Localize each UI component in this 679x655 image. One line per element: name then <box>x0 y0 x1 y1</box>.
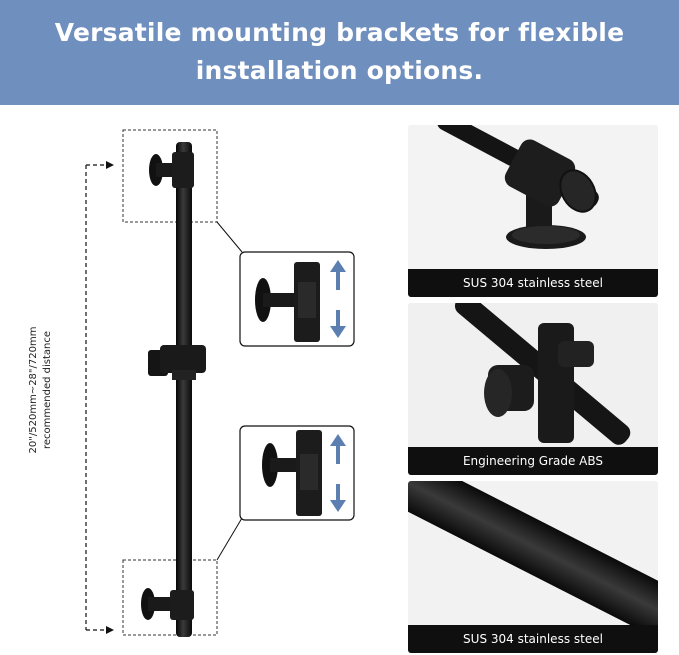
slider-holder <box>148 345 206 380</box>
panel-caption-2: Engineering Grade ABS <box>408 447 658 475</box>
stainless-rod-closeup <box>408 481 658 625</box>
dimension-arrowhead-top <box>106 161 114 169</box>
arrow-up-icon <box>330 260 346 290</box>
banner-title-line-1: Versatile mounting brackets for flexible <box>54 18 625 47</box>
bottom-bracket-highlight <box>122 559 218 636</box>
dimension-note-text: recommended distance <box>42 330 53 450</box>
dimension-line <box>85 164 106 631</box>
detail-panel-abs-holder: Engineering Grade ABS <box>408 303 658 475</box>
top-bracket-zoom-box <box>239 251 355 347</box>
dimension-label: 20"/520mm~28"/720mm recommended distance <box>27 260 57 520</box>
top-bracket-highlight <box>122 129 218 223</box>
abs-holder-closeup <box>408 303 658 447</box>
top-wall-bracket <box>149 152 194 188</box>
slide-bar-diagram <box>85 129 355 637</box>
bottom-wall-bracket <box>141 588 194 620</box>
detail-panel-stainless-rod: SUS 304 stainless steel <box>408 481 658 653</box>
stainless-bracket-closeup <box>408 125 658 269</box>
panel-caption-3: SUS 304 stainless steel <box>408 625 658 653</box>
slide-bar-rod <box>176 142 192 637</box>
dimension-size-text: 20"/520mm~28"/720mm <box>28 326 39 454</box>
arrow-up-icon <box>330 434 346 464</box>
detail-panel-stainless-bracket: SUS 304 stainless steel <box>408 125 658 297</box>
dimension-arrowhead-bottom <box>106 626 114 634</box>
arrow-down-icon <box>330 484 346 512</box>
banner-title-line-2: installation options. <box>195 56 484 85</box>
bottom-bracket-zoom-box <box>239 425 355 521</box>
arrow-down-icon <box>330 310 346 338</box>
header-banner: Versatile mounting brackets for flexible… <box>0 0 679 105</box>
panel-caption-1: SUS 304 stainless steel <box>408 269 658 297</box>
